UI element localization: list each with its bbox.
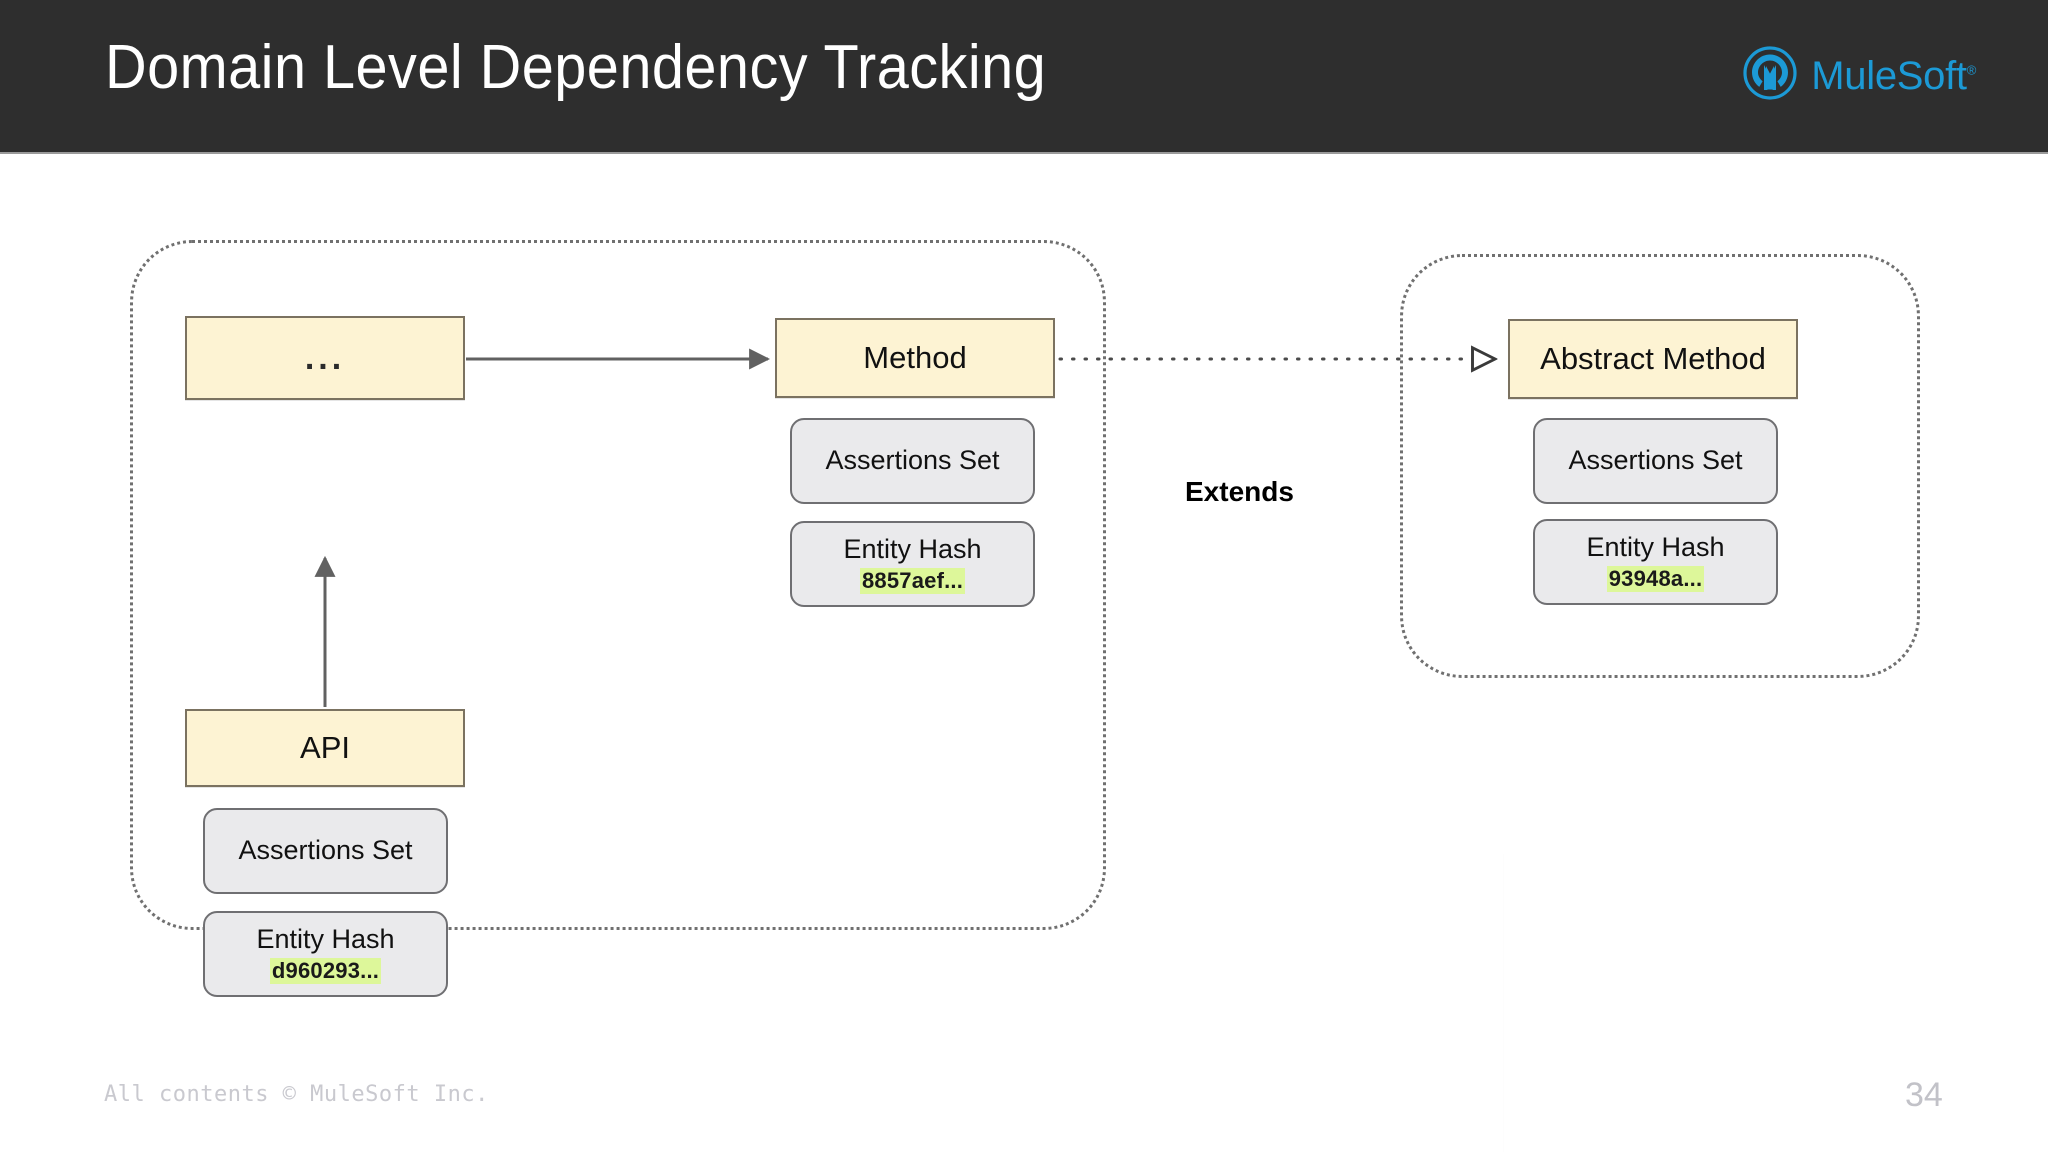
slide-header: Domain Level Dependency Tracking MuleSof…	[0, 0, 2048, 154]
entity-box-method[interactable]: Method	[775, 318, 1055, 398]
entity-title-ellipsis: ...	[304, 338, 346, 377]
sub-box-method-assertions[interactable]: Assertions Set	[790, 418, 1035, 504]
entity-box-abstract-method[interactable]: Abstract Method	[1508, 319, 1798, 399]
mulesoft-wordmark: MuleSoft®	[1811, 53, 1977, 98]
entity-title-method: Method	[863, 340, 967, 375]
api-domain-group	[130, 240, 1106, 930]
page-number: 34	[1905, 1076, 1943, 1114]
sub-box-api-entity-hash[interactable]: Entity Hash d960293...	[203, 911, 448, 997]
sub-box-abstract-assertions[interactable]: Assertions Set	[1533, 418, 1778, 504]
sub-box-method-entity-hash[interactable]: Entity Hash 8857aef...	[790, 521, 1035, 607]
entity-box-ellipsis[interactable]: ...	[185, 316, 465, 400]
sub-box-label: Entity Hash	[256, 924, 395, 955]
entity-title-api: API	[300, 730, 350, 765]
page-title: Domain Level Dependency Tracking	[105, 33, 1047, 102]
mulesoft-logo: MuleSoft®	[1742, 45, 1976, 106]
sub-box-api-assertions[interactable]: Assertions Set	[203, 808, 448, 894]
trademark-symbol: ®	[1966, 62, 1977, 78]
entity-hash-value: 8857aef...	[859, 568, 966, 594]
extends-relation-label: Extends	[1185, 476, 1294, 507]
slide-canvas: Abstract Method --> ... API Assertions S…	[0, 154, 2048, 1152]
entity-hash-value: d960293...	[269, 958, 382, 984]
abstract-domain-group	[1400, 254, 1920, 678]
entity-box-api[interactable]: API	[185, 709, 465, 787]
sub-box-label: Assertions Set	[238, 835, 413, 866]
sub-box-label: Assertions Set	[1568, 445, 1743, 476]
panel-seam	[1503, 854, 1504, 1152]
sub-box-label: Entity Hash	[1586, 532, 1725, 563]
footer-copyright: All contents © MuleSoft Inc.	[104, 1082, 489, 1107]
sub-box-label: Entity Hash	[843, 534, 982, 565]
entity-title-abstract-method: Abstract Method	[1540, 341, 1766, 376]
mulesoft-m-logo-icon	[1742, 45, 1798, 106]
entity-hash-value: 93948a...	[1606, 566, 1705, 592]
sub-box-abstract-entity-hash[interactable]: Entity Hash 93948a...	[1533, 519, 1778, 605]
sub-box-label: Assertions Set	[825, 445, 1000, 476]
